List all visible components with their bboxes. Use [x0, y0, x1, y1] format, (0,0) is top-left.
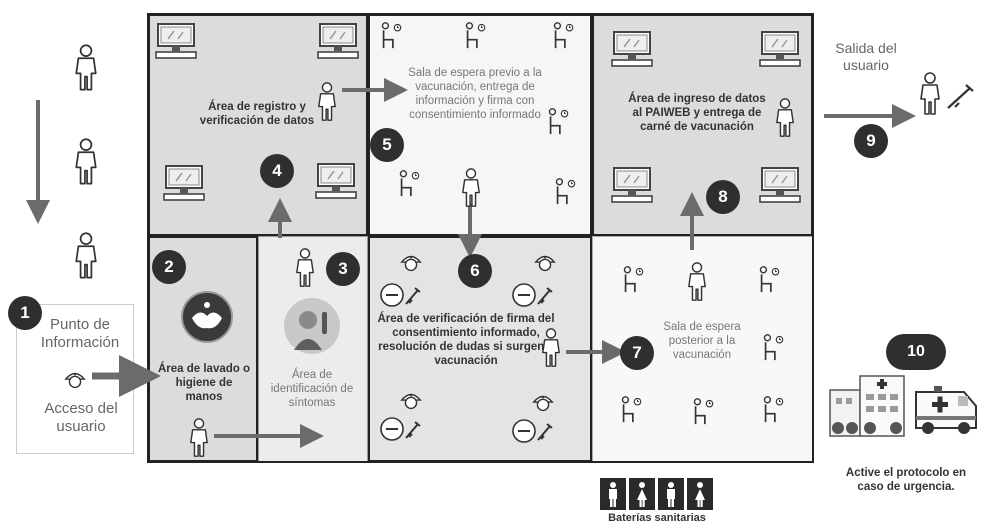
- syringe-icon: [380, 416, 424, 442]
- person-icon: [316, 82, 338, 122]
- thermometer-check-icon: [284, 298, 340, 354]
- computer-icon: [610, 30, 654, 68]
- nurse-icon: [398, 252, 424, 274]
- computer-icon: [758, 166, 802, 204]
- step-4-label: Área de registro y verificación de datos: [199, 101, 315, 128]
- step-9-badge: 9: [854, 124, 888, 158]
- person-icon: [188, 418, 210, 458]
- step-5-badge: 5: [370, 128, 404, 162]
- step-8-label: Área de ingreso de datos al PAIWEB y ent…: [628, 93, 766, 134]
- syringe-icon: [512, 282, 556, 308]
- person-icon: [540, 328, 562, 368]
- person-icon: [73, 232, 99, 280]
- step-2-badge: 2: [152, 250, 186, 284]
- step-9-label: Salida del usuario: [835, 40, 897, 74]
- step-7-label: Sala de espera posterior a la vacunación: [663, 321, 741, 362]
- step-10-label: Active el protocolo en caso de urgencia.: [845, 467, 967, 494]
- step-1-badge: 1: [8, 296, 42, 330]
- waiting-chair-icon: [462, 22, 488, 50]
- computer-icon: [610, 166, 654, 204]
- step-5-label: Sala de espera previo a la vacunación, e…: [408, 67, 542, 122]
- syringe-icon: [947, 84, 974, 109]
- waiting-chair-icon: [760, 334, 786, 362]
- step-4-badge: 4: [260, 154, 294, 188]
- syringe-icon: [512, 418, 556, 444]
- computer-icon: [162, 164, 206, 202]
- outer-frame: [147, 13, 814, 463]
- computer-icon: [154, 22, 198, 60]
- waiting-chair-icon: [552, 178, 578, 206]
- step-6-label: Área de verificación de firma del consen…: [377, 313, 555, 368]
- step-10-badge: 10: [886, 334, 946, 370]
- nurse-icon: [398, 390, 424, 412]
- handwash-icon: [181, 291, 233, 343]
- computer-icon: [758, 30, 802, 68]
- step-10-number: 10: [907, 343, 925, 360]
- step-2-label: Área de lavado o higiene de manos: [157, 363, 251, 404]
- step-1-label-top: Punto de Información: [40, 316, 120, 352]
- waiting-chair-icon: [760, 396, 786, 424]
- ambulance-icon: [915, 386, 977, 434]
- person-icon: [73, 44, 99, 92]
- person-icon: [774, 98, 796, 138]
- restrooms-label: Baterías sanitarias: [608, 512, 706, 524]
- person-icon: [686, 262, 708, 302]
- waiting-chair-icon: [618, 396, 644, 424]
- syringe-icon: [380, 282, 424, 308]
- restroom-icon: [600, 478, 713, 510]
- person-icon: [73, 138, 99, 186]
- person-icon: [294, 248, 316, 288]
- nurse-icon: [532, 252, 558, 274]
- step-8-badge: 8: [706, 180, 740, 214]
- step-3-badge: 3: [326, 252, 360, 286]
- person-icon: [918, 72, 942, 116]
- nurse-icon: [530, 392, 556, 414]
- waiting-chair-icon: [690, 398, 716, 426]
- waiting-chair-icon: [756, 266, 782, 294]
- waiting-chair-icon: [378, 22, 404, 50]
- nurse-icon: [62, 368, 88, 392]
- computer-icon: [316, 22, 360, 60]
- step-6-badge: 6: [458, 254, 492, 288]
- waiting-chair-icon: [396, 170, 422, 198]
- step-3-label: Área de identificación de síntomas: [270, 369, 354, 410]
- step-1-label-bottom: Acceso del usuario: [44, 400, 118, 436]
- step-7-badge: 7: [620, 336, 654, 370]
- waiting-chair-icon: [620, 266, 646, 294]
- hospital-icon: [829, 375, 905, 437]
- computer-icon: [314, 162, 358, 200]
- waiting-chair-icon: [550, 22, 576, 50]
- person-icon: [460, 168, 482, 208]
